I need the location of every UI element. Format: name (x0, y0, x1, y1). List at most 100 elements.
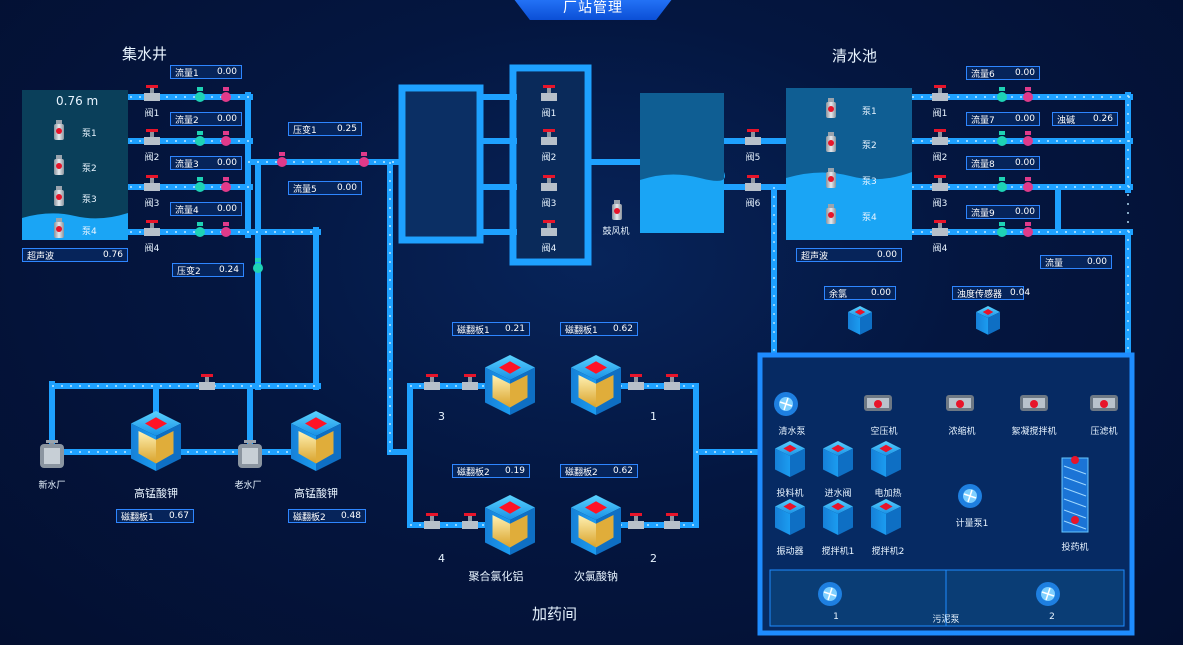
dosing-valve-2-icon[interactable] (462, 374, 478, 390)
sed-valve-5-icon[interactable] (745, 129, 761, 145)
filter-valve-2-icon[interactable] (541, 129, 557, 145)
dosing-valve-6-icon[interactable] (462, 513, 478, 529)
well-pump-2-icon[interactable] (54, 155, 64, 177)
well-valve-4-icon[interactable] (144, 220, 160, 236)
equip-box-4-icon[interactable] (775, 499, 805, 535)
clear-flow-valve-1-icon[interactable] (997, 87, 1007, 102)
equip-box-2-icon[interactable] (823, 441, 853, 477)
dosing-valve-8-icon[interactable] (664, 513, 680, 529)
equip-label-agitator2: 搅拌机2 (871, 547, 905, 557)
equip-box-3-icon[interactable] (871, 441, 901, 477)
pressure-valve-1-icon[interactable] (277, 152, 287, 167)
clear-valve-1-label: 阀1 (932, 109, 948, 119)
clear-pump-1-icon[interactable] (826, 98, 836, 120)
equip-label-agitator1: 搅拌机1 (821, 547, 855, 557)
well-flow-valve-4-icon[interactable] (195, 222, 205, 237)
clear-flow-valve-b3-icon[interactable] (1023, 177, 1033, 192)
dosing-valve-5-icon[interactable] (424, 513, 440, 529)
equip-label-press: 压滤机 (1090, 427, 1118, 437)
equip-box-5-icon[interactable] (823, 499, 853, 535)
clear-pump-2-icon[interactable] (826, 132, 836, 154)
well-pump-4-icon[interactable] (54, 218, 64, 240)
sludge-pump-1-icon[interactable] (818, 582, 842, 606)
well-flow-valve-b3-icon[interactable] (221, 177, 231, 192)
clear-valve-3-icon[interactable] (932, 175, 948, 191)
well-valve-2-icon[interactable] (144, 129, 160, 145)
naclo-tank-1-icon[interactable] (571, 355, 621, 415)
pac-tank-3-icon[interactable] (485, 355, 535, 415)
well-valve-1-icon[interactable] (144, 85, 160, 101)
clear-pump-3-icon[interactable] (826, 168, 836, 190)
thickener-icon[interactable] (946, 395, 974, 411)
well-valve-3-icon[interactable] (144, 175, 160, 191)
clear-pump-4-label: 泵4 (862, 213, 877, 223)
well-pump-3-icon[interactable] (54, 186, 64, 208)
clear-pump-4-icon[interactable] (826, 204, 836, 226)
filter-valve-3-icon[interactable] (541, 175, 557, 191)
kmno4-tank-2-icon[interactable] (291, 411, 341, 471)
dosing-valve-1-icon[interactable] (424, 374, 440, 390)
air-compressor-icon[interactable] (864, 395, 892, 411)
tank-no-4: 4 (438, 552, 445, 565)
clear-flow-valve-3-icon[interactable] (997, 177, 1007, 192)
well-flow-valve-1-icon[interactable] (195, 87, 205, 102)
turbidity-sensor-icon[interactable] (976, 306, 1000, 335)
clear-flow-valve-b4-icon[interactable] (1023, 222, 1033, 237)
clear-flow-valve-2-icon[interactable] (997, 131, 1007, 146)
filter-valve-4-icon[interactable] (541, 220, 557, 236)
chlorine-sensor-icon[interactable] (848, 306, 872, 335)
equip-label-vibrator: 振动器 (776, 547, 804, 557)
equip-box-6-icon[interactable] (871, 499, 901, 535)
well-flow-valve-b4-icon[interactable] (221, 222, 231, 237)
blower-icon[interactable] (612, 200, 622, 222)
clear-pump-1-label: 泵1 (862, 107, 877, 117)
pressure-valve-2-icon[interactable] (359, 152, 369, 167)
kmno4-tank-1-icon[interactable] (131, 411, 181, 471)
dosing-valve-7-icon[interactable] (628, 513, 644, 529)
clear-flow-valve-b2-icon[interactable] (1023, 131, 1033, 146)
equip-box-1-icon[interactable] (775, 441, 805, 477)
filter-valve-1-icon[interactable] (541, 85, 557, 101)
old-plant-pump-icon[interactable] (238, 444, 262, 468)
sed-valve-6-icon[interactable] (745, 175, 761, 191)
clear-valve-4-icon[interactable] (932, 220, 948, 236)
dosing-machine-icon[interactable] (1061, 456, 1089, 533)
old-plant-label: 老水厂 (234, 481, 262, 491)
kmno4-valve-top-icon[interactable] (199, 374, 215, 390)
filter-valve-1-label: 阀1 (541, 109, 557, 119)
well-flow-valve-3-icon[interactable] (195, 177, 205, 192)
clear-valve-2-label: 阀2 (932, 153, 948, 163)
page-title: 厂站管理 (510, 0, 676, 20)
dosing-valve-4-icon[interactable] (664, 374, 680, 390)
clear-pump-equip-icon[interactable] (774, 392, 798, 416)
well-flow-valve-2-icon[interactable] (195, 131, 205, 146)
pac-tank-4-icon[interactable] (485, 495, 535, 555)
sed-valve-5-label: 阀5 (745, 153, 761, 163)
mixer-icon[interactable] (1020, 395, 1048, 411)
well-flow-valve-b1-icon[interactable] (221, 87, 231, 102)
dosing-valve-3-icon[interactable] (628, 374, 644, 390)
dosing-room-title: 加药间 (532, 605, 578, 623)
naclo-tank-2-icon[interactable] (571, 495, 621, 555)
clear-flow-valve-4-icon[interactable] (997, 222, 1007, 237)
pressure-2-valve-icon[interactable] (253, 258, 263, 273)
clear-valve-2-icon[interactable] (932, 129, 948, 145)
meter-pump-icon[interactable] (958, 484, 982, 508)
clear-flow-valve-b1-icon[interactable] (1023, 87, 1033, 102)
press-icon[interactable] (1090, 395, 1118, 411)
equip-label-air_compressor: 空压机 (870, 427, 898, 437)
well-flow-valve-b2-icon[interactable] (221, 131, 231, 146)
sludge-pump-2-icon[interactable] (1036, 582, 1060, 606)
new-plant-pump-icon[interactable] (40, 444, 64, 468)
clear-valve-1-icon[interactable] (932, 85, 948, 101)
blower-label: 鼓风机 (602, 227, 630, 237)
well-pump-1-icon[interactable] (54, 120, 64, 142)
